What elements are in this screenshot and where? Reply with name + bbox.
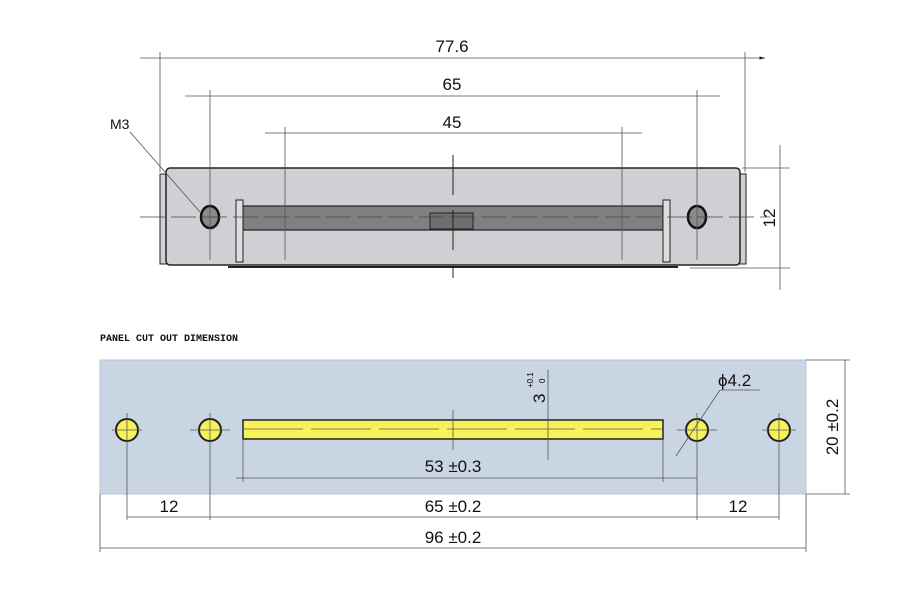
dim-slot-width: 3 [530,394,549,403]
section-title: PANEL CUT OUT DIMENSION [100,334,238,345]
panel-cutout-view: PANEL CUT OUT DIMENSION 3 +0.1 0 [99,334,850,552]
dim-slot-tol-lower: 0 [538,378,547,383]
dim-right-offset: 12 [729,497,748,516]
dim-hole-diameter: ϕ4.2 [718,371,751,390]
dim-hole-pitch: 65 [443,75,462,94]
dim-overall-length: 77.6 [435,37,468,56]
dim-slot-marks: 45 [443,113,462,132]
latch [429,212,474,230]
dim-overall-width: 96 ±0.2 [425,528,482,547]
right-rail [662,199,671,263]
dim-hole-pitch: 65 ±0.2 [425,497,482,516]
dim-slot-length: 53 ±0.3 [425,457,482,476]
thread-label: M3 [110,116,130,132]
dim-slot-tol-upper: +0.1 [526,372,535,388]
top-view: 77.6 65 45 12 M3 [110,37,790,290]
dim-left-offset: 12 [160,497,179,516]
left-rail [235,199,244,263]
dim-overall-height: 20 ±0.2 [823,399,842,456]
dim-height: 12 [760,209,779,228]
